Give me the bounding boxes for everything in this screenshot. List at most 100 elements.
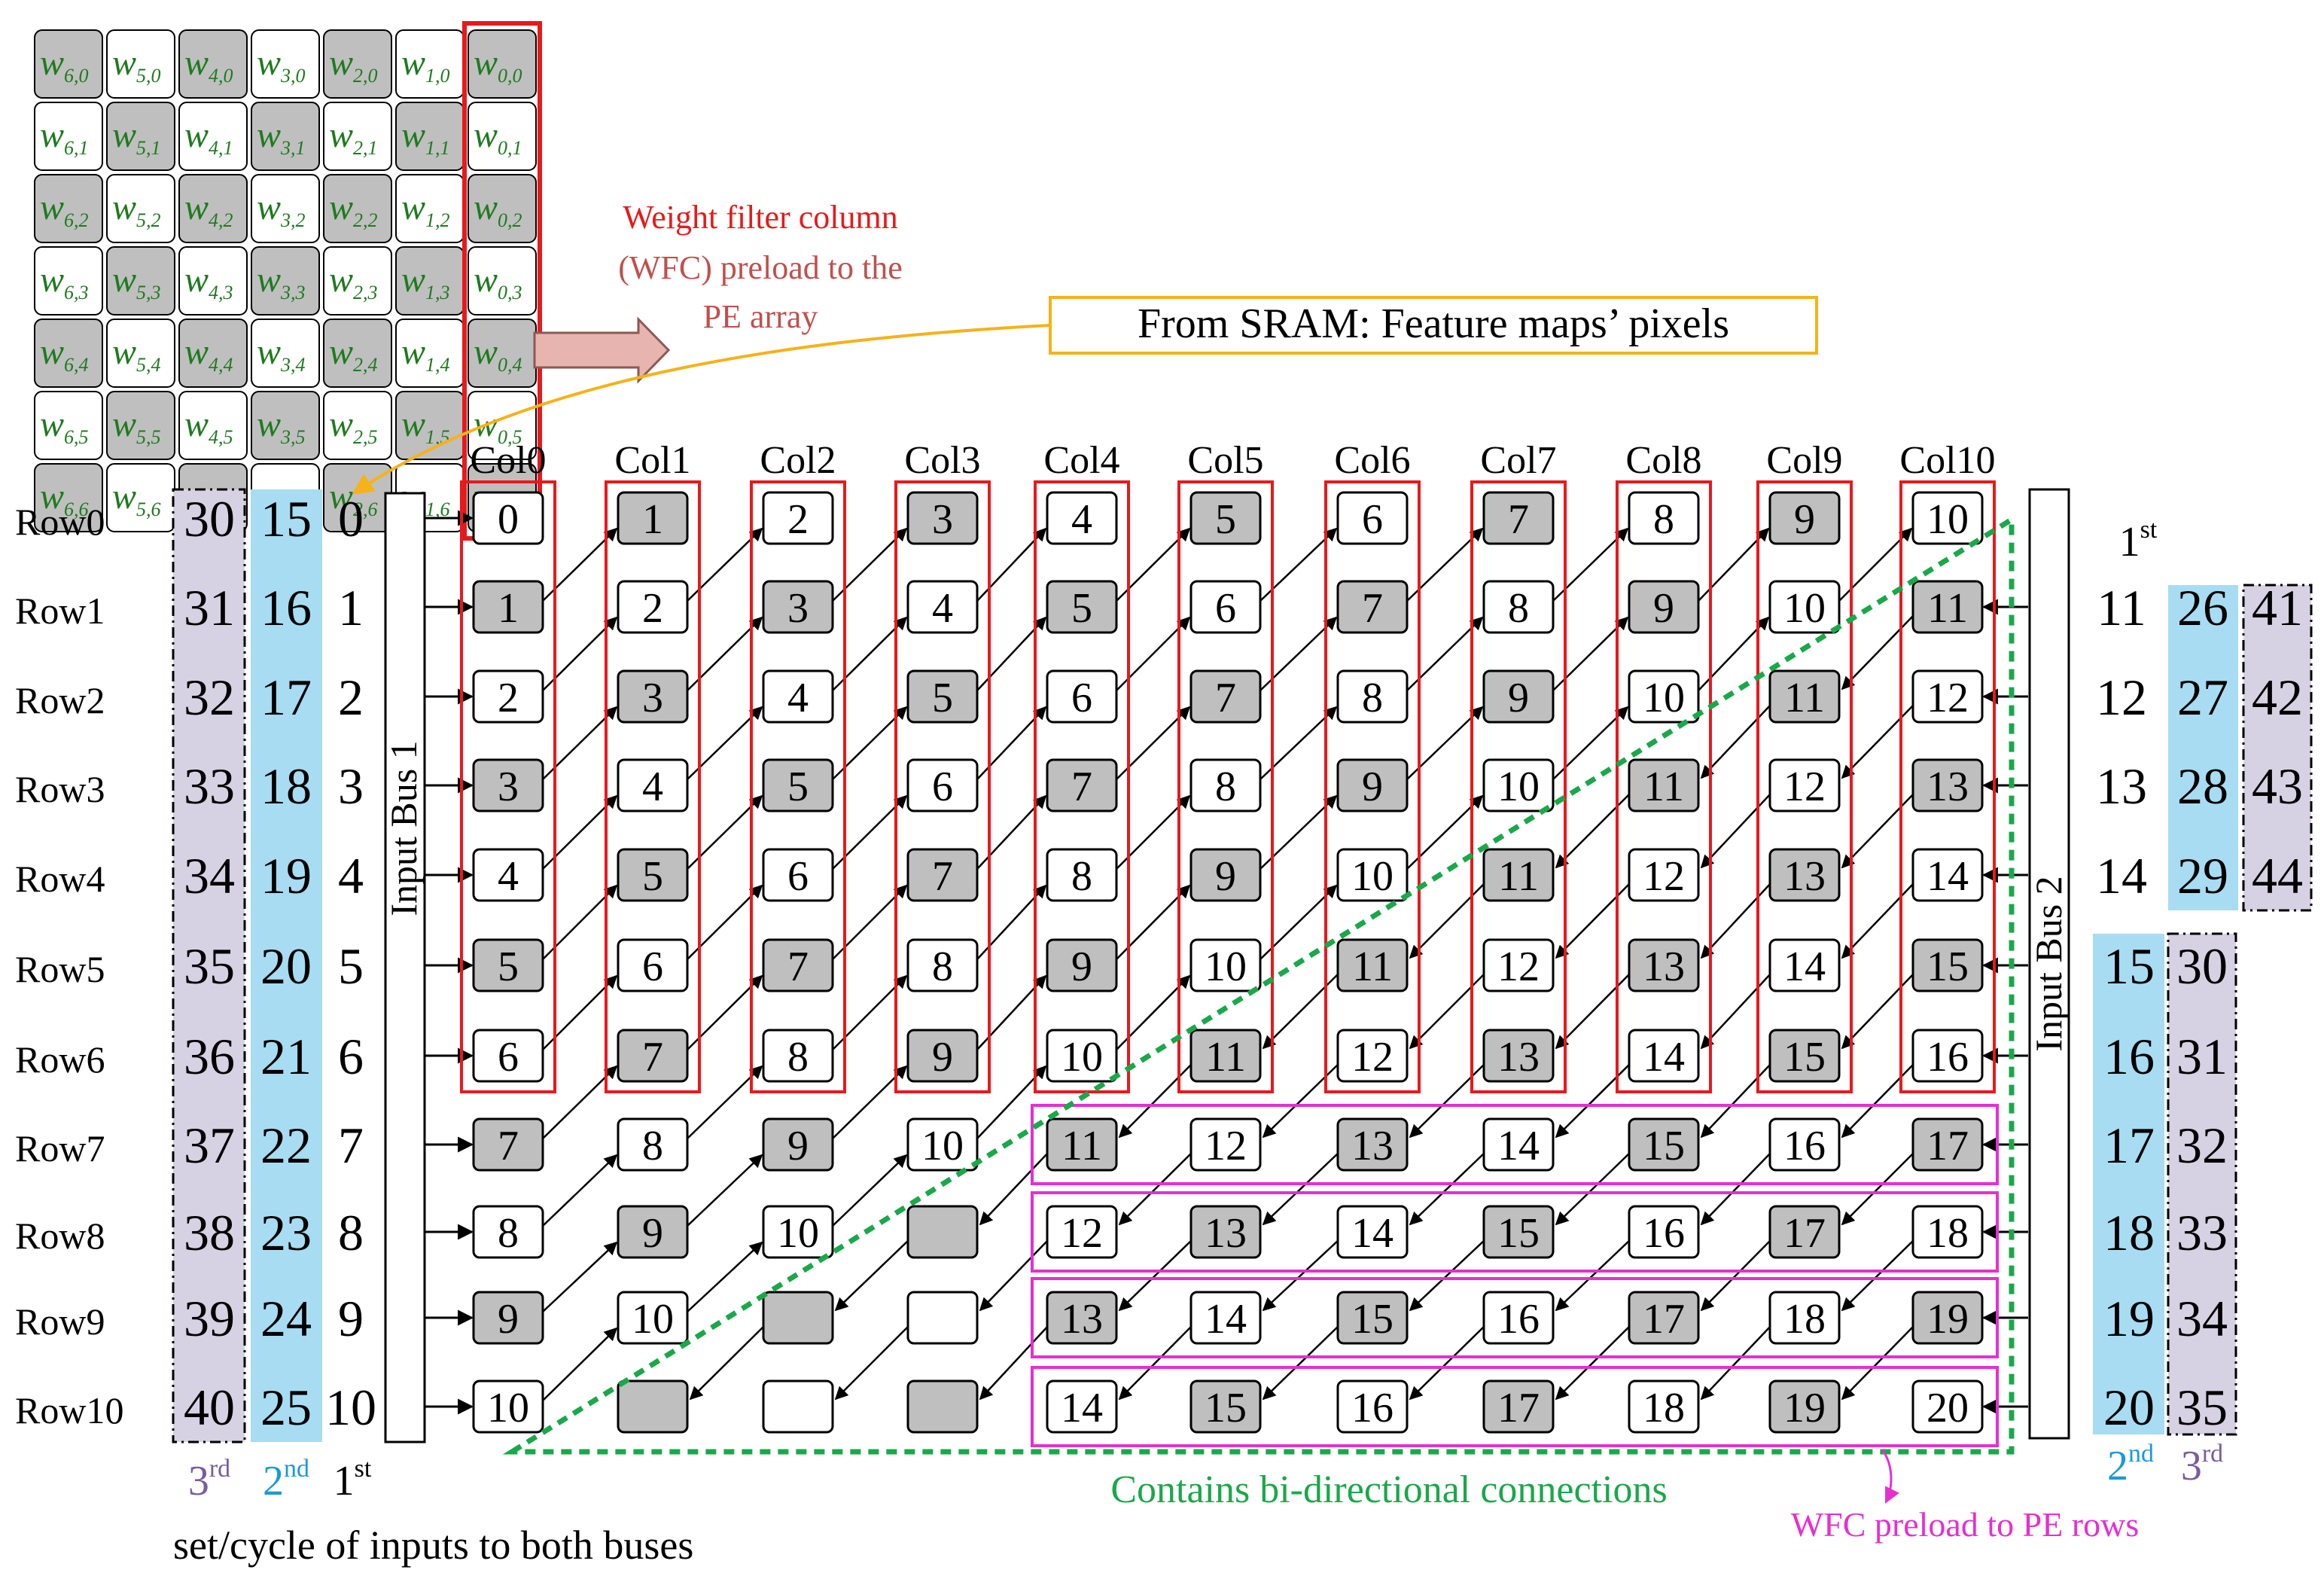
pe-cell: 18	[1911, 1205, 1984, 1259]
pe-cell: 18	[1768, 1291, 1841, 1345]
left-third-set-bar	[172, 488, 246, 1443]
pe-cell: 5	[1189, 491, 1262, 545]
pe-value: 16	[1927, 1034, 1969, 1081]
pe-cell: 16	[1628, 1205, 1700, 1259]
right-third-top-value: 41	[2252, 579, 2303, 636]
pe-cell: 13	[1189, 1205, 1262, 1259]
pe-cell: 11	[1628, 758, 1700, 812]
wfc-column-frame	[1756, 480, 1853, 1093]
wfc-column-frame	[894, 480, 991, 1093]
weight-label: w2,5	[329, 404, 378, 448]
pe-cell: 9	[1189, 848, 1262, 902]
pe-value: 17	[1643, 1296, 1685, 1343]
pe-value: 17	[1783, 1210, 1826, 1257]
pe-cell: 17	[1482, 1379, 1555, 1434]
pe-cell: 8	[1628, 491, 1700, 545]
pe-value: 15	[1497, 1210, 1540, 1257]
weight-label: w4,3	[184, 260, 233, 303]
weight-cell: w3,0	[251, 29, 320, 99]
right-first-value: 11	[2097, 579, 2146, 636]
pe-cell: 17	[1768, 1205, 1841, 1259]
pe-cell: 7	[762, 938, 834, 992]
pe-value: 8	[642, 1123, 663, 1169]
pe-value: 16	[1351, 1385, 1393, 1431]
weight-cell: w4,1	[178, 102, 248, 171]
left-first-value: 6	[338, 1028, 364, 1085]
input-bus-2	[2028, 488, 2070, 1440]
right-second-bottom-bar	[2093, 934, 2164, 1434]
weight-label: w2,0	[329, 43, 378, 87]
pe-value: 16	[1783, 1123, 1826, 1169]
pe-value: 17	[1927, 1123, 1969, 1169]
pe-cell: 5	[762, 758, 834, 812]
pe-value: 7	[932, 853, 953, 900]
pe-cell: 14	[1482, 1117, 1555, 1172]
pe-cell: 1	[472, 580, 544, 634]
column-header: Col7	[1480, 439, 1556, 482]
left-first-value: 1	[338, 579, 364, 636]
weight-cell: w5,0	[106, 29, 175, 99]
column-header: Col6	[1334, 439, 1410, 482]
pe-value: 11	[1927, 585, 1968, 632]
pe-cell: 10	[472, 1379, 544, 1434]
pe-cell: 10	[1046, 1029, 1118, 1083]
left-third-value: 36	[184, 1028, 235, 1085]
left-second-value: 22	[260, 1117, 312, 1174]
right-second-bottom-value: 17	[2103, 1117, 2155, 1174]
pe-cell: 3	[472, 758, 544, 812]
bidirectional-label: Contains bi-directional connections	[1110, 1468, 1667, 1511]
column-header: Col8	[1625, 439, 1701, 482]
pe-cell	[906, 1379, 979, 1434]
right-third-bottom-value: 35	[2176, 1379, 2228, 1436]
weight-cell: w4,4	[178, 319, 248, 388]
pe-cell: 4	[1046, 491, 1118, 545]
right-second-top-value: 28	[2177, 758, 2228, 815]
pe-value: 9	[498, 1296, 519, 1343]
weight-label: w3,3	[257, 260, 306, 303]
pe-value: 10	[921, 1123, 964, 1169]
weight-label: w4,1	[184, 115, 233, 159]
footer-label: set/cycle of inputs to both buses	[173, 1523, 693, 1568]
pe-cell	[617, 1379, 689, 1434]
weight-cell: w6,5	[34, 391, 103, 460]
pe-value: 12	[1205, 1123, 1247, 1169]
weight-label: w1,2	[401, 187, 450, 231]
pe-value: 8	[1362, 675, 1383, 721]
pe-cell: 19	[1911, 1291, 1984, 1345]
left-second-set-bar	[251, 489, 322, 1442]
left-third-value: 34	[184, 847, 235, 904]
pe-value: 9	[1653, 585, 1674, 632]
weight-cell: w5,5	[106, 391, 175, 460]
pe-value: 7	[1215, 675, 1236, 721]
weight-cell: w1,1	[395, 102, 464, 171]
wfc-row-frame	[1031, 1366, 1999, 1447]
pe-value: 9	[1362, 764, 1383, 810]
pe-value: 10	[1927, 496, 1969, 543]
pe-cell: 11	[1336, 938, 1409, 992]
weight-label: w2,3	[329, 260, 378, 303]
wfc-rows-arrow	[1881, 1449, 1899, 1504]
weight-label: w0,4	[474, 332, 522, 376]
pe-cell: 10	[1628, 669, 1700, 724]
left-third-value: 40	[184, 1379, 235, 1436]
weight-cell: w2,0	[323, 29, 392, 99]
weight-label: w6,6	[40, 477, 89, 520]
pe-value: 13	[1497, 1034, 1540, 1081]
pe-cell: 8	[1189, 758, 1262, 812]
pe-value: 16	[1643, 1210, 1685, 1257]
weight-label: w5,2	[112, 187, 161, 231]
right-first-value: 14	[2096, 847, 2147, 904]
pe-value: 18	[1783, 1296, 1826, 1343]
left-second-value: 16	[260, 579, 312, 636]
pe-cell: 10	[1482, 758, 1555, 812]
pe-cell: 4	[906, 580, 979, 634]
pe-value: 14	[1783, 943, 1826, 990]
weight-label: w5,5	[112, 404, 161, 448]
weight-cell: w2,1	[323, 102, 392, 171]
pe-cell: 2	[762, 491, 834, 545]
pe-cell: 15	[1628, 1117, 1700, 1172]
pe-value: 3	[642, 675, 663, 721]
pe-value: 4	[642, 764, 663, 810]
